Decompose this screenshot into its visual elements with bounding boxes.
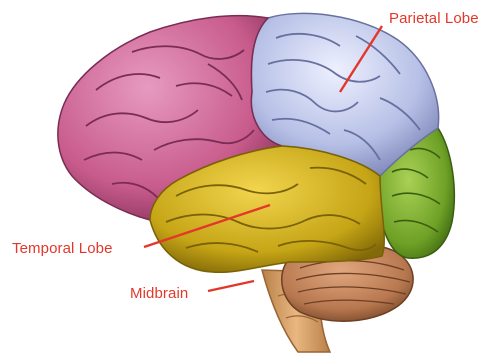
temporal-lobe-label: Temporal Lobe: [12, 240, 113, 257]
midbrain-leader-line: [208, 281, 254, 291]
midbrain-label: Midbrain: [130, 285, 188, 302]
parietal-lobe-label: Parietal Lobe: [389, 10, 479, 27]
